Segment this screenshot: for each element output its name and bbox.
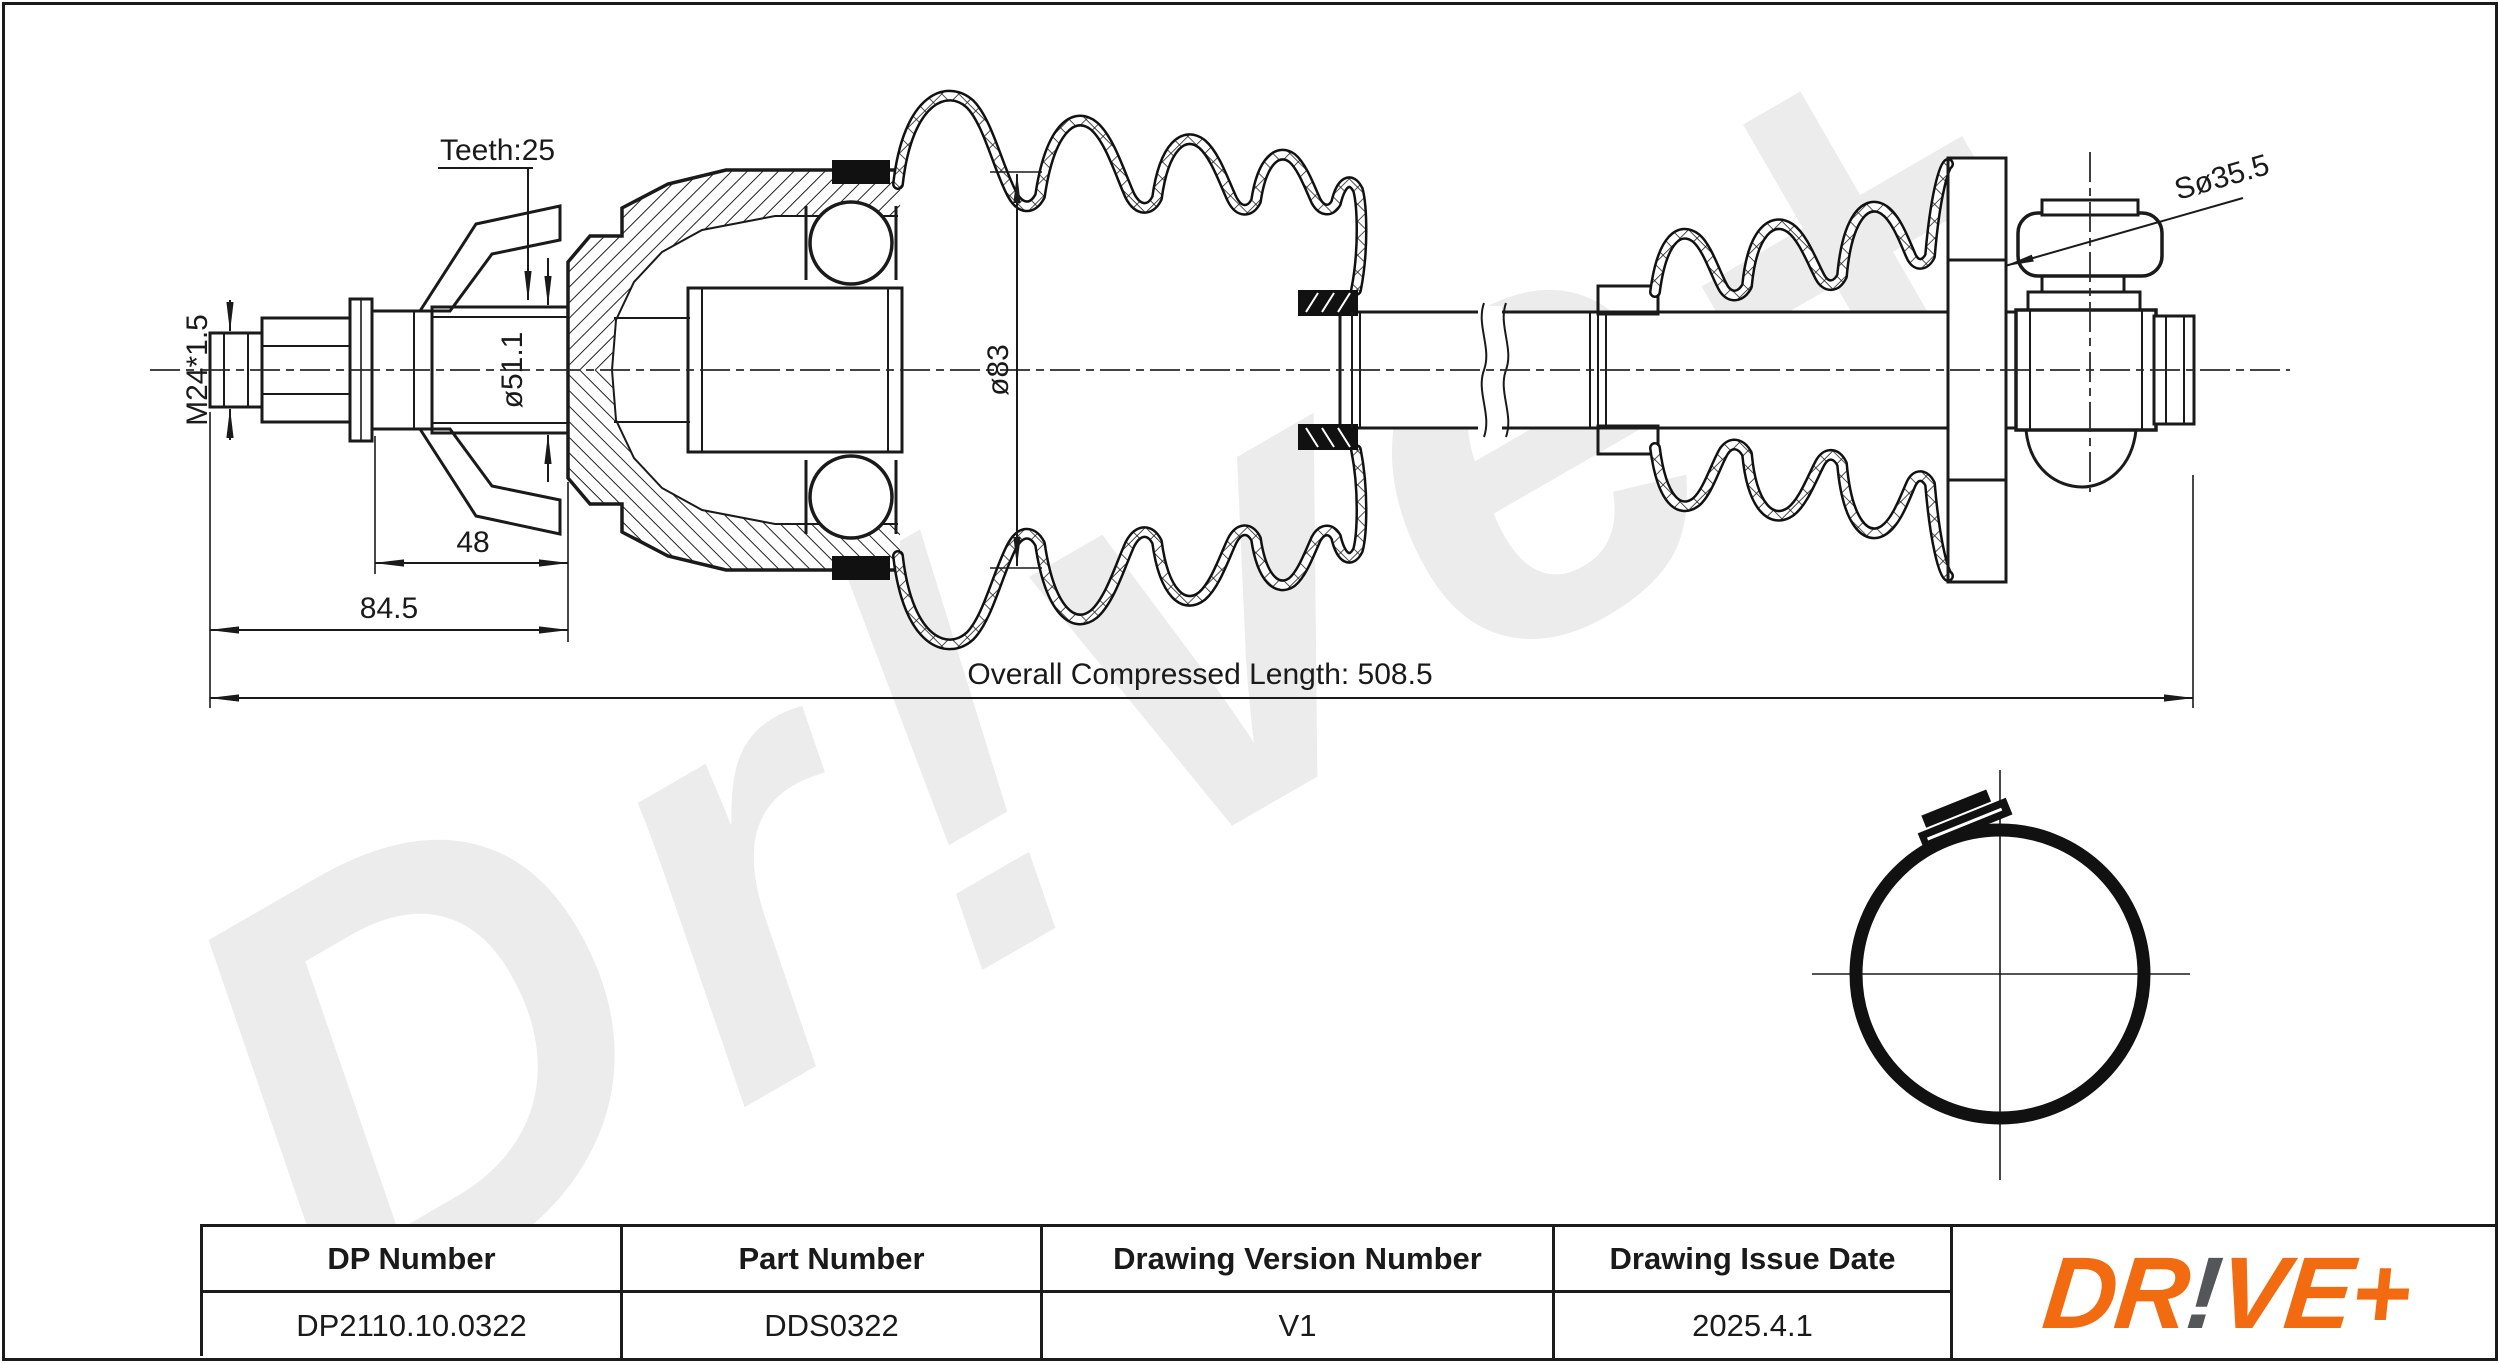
drawing-version-header: Drawing Version Number <box>1043 1227 1555 1293</box>
clamp-buckle <box>1917 789 2013 851</box>
deflector-ring <box>417 204 562 313</box>
clamp-end-view <box>1812 770 2190 1180</box>
issue-date-value: 2025.4.1 <box>1555 1293 1953 1359</box>
spline-length-dim: 48 <box>456 526 489 559</box>
clamp-ring <box>1849 823 2151 1125</box>
drive-plus-logo: DR!VE+ <box>2038 1236 2415 1350</box>
part-number-value: DDS0322 <box>623 1293 1043 1359</box>
logo-ve-plus: VE+ <box>2213 1236 2415 1350</box>
bearing-ball <box>808 200 894 286</box>
ball-diameter-dim: Sø35.5 <box>2171 148 2273 206</box>
spline-diameter-dim: ø51.1 <box>496 332 529 409</box>
flange-hatch-block <box>1946 156 2008 262</box>
dimensions: Teeth:25 M24*1.5 ø51.1 ø83 48 <box>181 134 2273 708</box>
stub-length-dim: 84.5 <box>360 592 418 625</box>
inner-boot-clamp-small <box>1596 284 1660 316</box>
issue-date-header: Drawing Issue Date <box>1555 1227 1953 1293</box>
drawing-version-value: V1 <box>1043 1293 1555 1359</box>
logo-dr: DR <box>2038 1236 2194 1350</box>
stud-collar <box>2026 290 2142 312</box>
part-number-header: Part Number <box>623 1227 1043 1293</box>
thread-spec-label: M24*1.5 <box>181 314 214 426</box>
logo-cell: DR!VE+ <box>1953 1227 2500 1359</box>
overall-length-dim: Overall Compressed Length: 508.5 <box>967 658 1432 691</box>
boot-clamp-large <box>832 160 890 184</box>
hub-dome <box>2024 428 2138 489</box>
dp-number-header: DP Number <box>203 1227 623 1293</box>
title-block-table: DP Number Part Number Drawing Version Nu… <box>200 1224 2500 1359</box>
teeth-count-label: Teeth:25 <box>440 134 555 167</box>
dp-number-value: DP2110.10.0322 <box>203 1293 623 1359</box>
joint-diameter-dim: ø83 <box>982 344 1015 396</box>
